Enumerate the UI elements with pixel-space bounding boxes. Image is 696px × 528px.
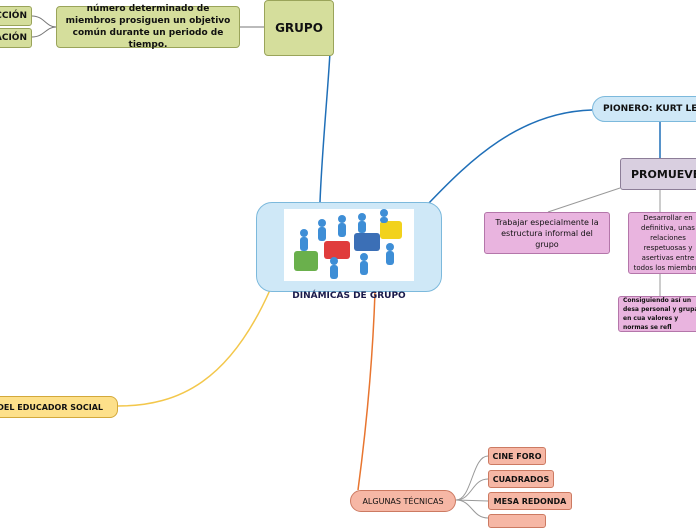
grupo-left-item-2[interactable]: ACIÓN bbox=[0, 28, 32, 48]
tecnica-item-1[interactable]: CINE FORO bbox=[488, 447, 546, 465]
pionero-title: PIONERO: KURT LEW bbox=[603, 104, 696, 114]
grupo-definition-text: número determinado de miembros prosiguen… bbox=[65, 4, 231, 50]
grupo-title: GRUPO bbox=[275, 21, 323, 35]
tecnicas-title: ALGUNAS TÉCNICAS bbox=[362, 496, 444, 506]
promueve-title: PROMUEVE bbox=[631, 167, 696, 181]
pionero-node[interactable]: PIONERO: KURT LEW bbox=[592, 96, 696, 122]
grupo-definition-node[interactable]: número determinado de miembros prosiguen… bbox=[56, 4, 240, 50]
tecnica-item-4[interactable] bbox=[488, 514, 546, 528]
educador-title: DEL EDUCADOR SOCIAL bbox=[0, 402, 103, 412]
pionero-branch-left[interactable]: Trabajar especialmente la estructura inf… bbox=[484, 212, 610, 254]
pionero-branch-right-text: Desarrollar en definitiva, unas relacion… bbox=[633, 214, 696, 272]
tecnica-item-2-label: CUADRADOS bbox=[492, 474, 550, 484]
tecnica-item-3-label: MESA REDONDA bbox=[493, 496, 567, 506]
pionero-branch-right[interactable]: Desarrollar en definitiva, unas relacion… bbox=[628, 212, 696, 274]
tecnica-item-1-label: CINE FORO bbox=[492, 451, 542, 461]
tecnicas-node[interactable]: ALGUNAS TÉCNICAS bbox=[350, 490, 456, 512]
pionero-sub-node[interactable]: Consiguiendo así un desa personal y grup… bbox=[618, 296, 696, 332]
promueve-node[interactable]: PROMUEVE bbox=[620, 158, 696, 190]
tecnica-item-3[interactable]: MESA REDONDA bbox=[488, 492, 572, 510]
educador-node[interactable]: DEL EDUCADOR SOCIAL bbox=[0, 396, 118, 418]
grupo-left-item-1-label: ACCIÓN bbox=[0, 11, 27, 21]
pionero-sub-text: Consiguiendo así un desa personal y grup… bbox=[623, 297, 696, 331]
root-node[interactable]: DINÁMICAS DE GRUPO bbox=[256, 202, 442, 301]
grupo-left-item-2-label: ACIÓN bbox=[0, 33, 27, 43]
tecnica-item-2[interactable]: CUADRADOS bbox=[488, 470, 554, 488]
root-title: DINÁMICAS DE GRUPO bbox=[292, 291, 406, 301]
grupo-node[interactable]: GRUPO bbox=[264, 0, 334, 56]
pionero-branch-left-text: Trabajar especialmente la estructura inf… bbox=[495, 217, 599, 249]
grupo-left-item-1[interactable]: ACCIÓN bbox=[0, 6, 32, 26]
teamwork-puzzle-icon bbox=[284, 209, 414, 281]
